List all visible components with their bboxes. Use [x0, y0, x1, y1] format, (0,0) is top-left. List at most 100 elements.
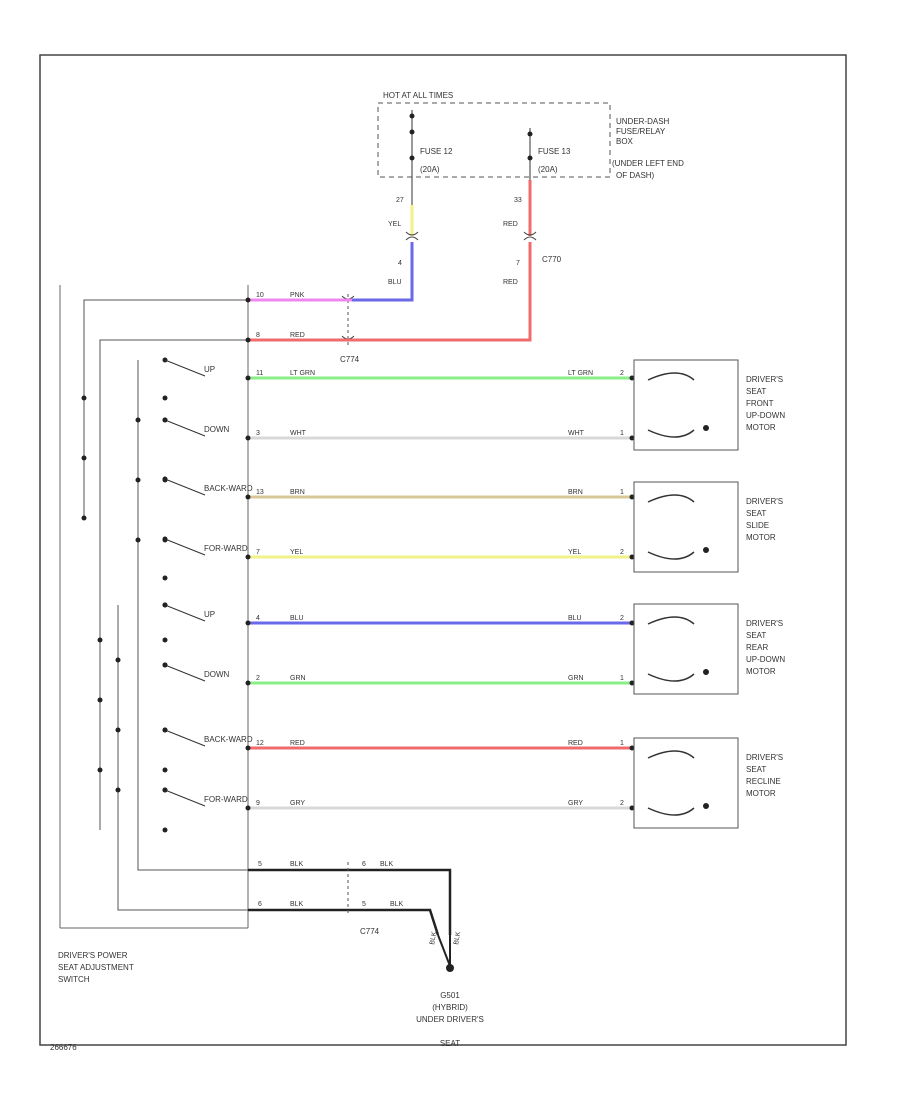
fuse-box-title: HOT AT ALL TIMES — [383, 91, 453, 100]
motor-winding — [647, 673, 695, 682]
motor-pin-dot — [629, 745, 635, 751]
feed-wire-red-lower — [352, 242, 532, 342]
connector-c770-label: C770 — [542, 255, 562, 264]
fuse-box-location-line: OF DASH) — [616, 171, 655, 180]
switch-position-label: FOR-WARD — [204, 544, 248, 553]
bus-junction — [81, 515, 87, 521]
motor-wire-color: LT GRN — [568, 370, 593, 377]
motor-label-line: UP-DOWN — [746, 411, 785, 420]
motor-pin-number: 2 — [620, 370, 624, 377]
fuse-13-rating: (20A) — [538, 165, 558, 174]
motor-label-line: FRONT — [746, 399, 774, 408]
bus-junction — [97, 767, 103, 773]
motor-label-line: SLIDE — [746, 521, 769, 530]
ground-label: G501 (HYBRID) UNDER DRIVER'S SEAT — [416, 991, 484, 1048]
switch-wire-color: RED — [290, 740, 305, 747]
motor-terminal — [703, 547, 709, 553]
motor-box — [633, 359, 739, 451]
ground-drop-label: BLK — [453, 931, 462, 946]
switch-wire-color: RED — [290, 332, 305, 339]
switch-pin-number: 4 — [256, 615, 260, 622]
motor-wire-color: YEL — [568, 549, 581, 556]
switch-pin-number: 3 — [256, 430, 260, 437]
ground-label-line: (HYBRID) — [432, 1003, 468, 1012]
switch-contact — [162, 417, 168, 423]
motor-winding — [647, 429, 695, 438]
diagram-frame — [39, 54, 847, 1046]
ground-wiring: 5 BLK 6 BLK 6 BLK 5 BLK C774 BLK BLK — [248, 861, 462, 972]
motor-winding — [647, 372, 695, 381]
switch-contact — [162, 395, 168, 401]
motor-pin-dot — [629, 554, 635, 560]
feed-wire-color: RED — [503, 221, 518, 228]
fuse-13: FUSE 13 (20A) — [527, 128, 571, 205]
motor-label-line: MOTOR — [746, 667, 776, 676]
ground-wire-color: BLK — [290, 861, 304, 868]
ground-label-line: G501 — [440, 991, 460, 1000]
pin-dot — [245, 620, 251, 626]
ground-label-line: UNDER DRIVER'S — [416, 1015, 484, 1024]
fuse-box-location-line: (UNDER LEFT END — [612, 159, 684, 168]
pin-dot — [245, 745, 251, 751]
fuse-12: FUSE 12 (20A) — [409, 110, 453, 205]
switch-contact — [162, 767, 168, 773]
fuse-12-rating: (20A) — [420, 165, 440, 174]
motor-label-line: SEAT — [746, 509, 766, 518]
ground-wire-color: BLK — [380, 861, 394, 868]
ground-drop-label: BLK — [429, 931, 438, 946]
switch-pin-row: 10 PNK — [245, 292, 352, 303]
fuse-12-label: FUSE 12 — [420, 147, 453, 156]
motor-pin-dot — [629, 494, 635, 500]
bus-junction — [81, 455, 87, 461]
ground-wire-color: BLK — [390, 901, 404, 908]
motors: DRIVER'S SEAT FRONT UP-DOWN MOTOR DRIVER'S SEA… — [633, 359, 785, 829]
motor-label-line: MOTOR — [746, 533, 776, 542]
switch-contact — [162, 602, 168, 608]
switch-position-label: UP — [204, 610, 215, 619]
motor-pin-number: 2 — [620, 800, 624, 807]
switch-wire-color: PNK — [290, 292, 305, 299]
bus-junction — [97, 637, 103, 643]
switch-position-label: BACK-WARD — [204, 735, 253, 744]
bus-junction — [81, 395, 87, 401]
motor-box — [633, 737, 739, 829]
switch-contact — [162, 575, 168, 581]
pin-dot — [245, 435, 251, 441]
footer-code: 266676 — [50, 1043, 77, 1052]
motor-winding — [647, 750, 695, 759]
motor-winding — [647, 551, 695, 560]
feed-wire-color: BLU — [388, 279, 402, 286]
motor-winding — [647, 616, 695, 625]
switch-position-label: FOR-WARD — [204, 795, 248, 804]
ground-wire-connector-pin: 5 — [362, 901, 366, 908]
switch-contact — [162, 727, 168, 733]
motor-winding — [647, 807, 695, 816]
motor-pin-dot — [629, 620, 635, 626]
fuse-box-location-line: FUSE/RELAY — [616, 127, 666, 136]
connector-c774-feed: C774 — [340, 294, 360, 364]
fuse-box-location-line: UNDER-DASH — [616, 117, 670, 126]
motor-label-line: DRIVER'S — [746, 619, 783, 628]
feed-wire-pin: 27 — [396, 197, 404, 204]
motor-label-line: SEAT — [746, 631, 766, 640]
switch-pin-number: 10 — [256, 292, 264, 299]
motor-terminal — [703, 803, 709, 809]
ground-wire-color: BLK — [290, 901, 304, 908]
connector-c774-ground-label: C774 — [360, 927, 380, 936]
bus-junction — [135, 417, 141, 423]
motor-pin-number: 1 — [620, 675, 624, 682]
switch-pin-number: 13 — [256, 489, 264, 496]
motor-label-line: DRIVER'S — [746, 497, 783, 506]
switch-contact — [162, 662, 168, 668]
switch-name-line: SEAT ADJUSTMENT — [58, 963, 134, 972]
motor-box — [633, 481, 739, 573]
switch-pin-number: 11 — [256, 370, 263, 377]
